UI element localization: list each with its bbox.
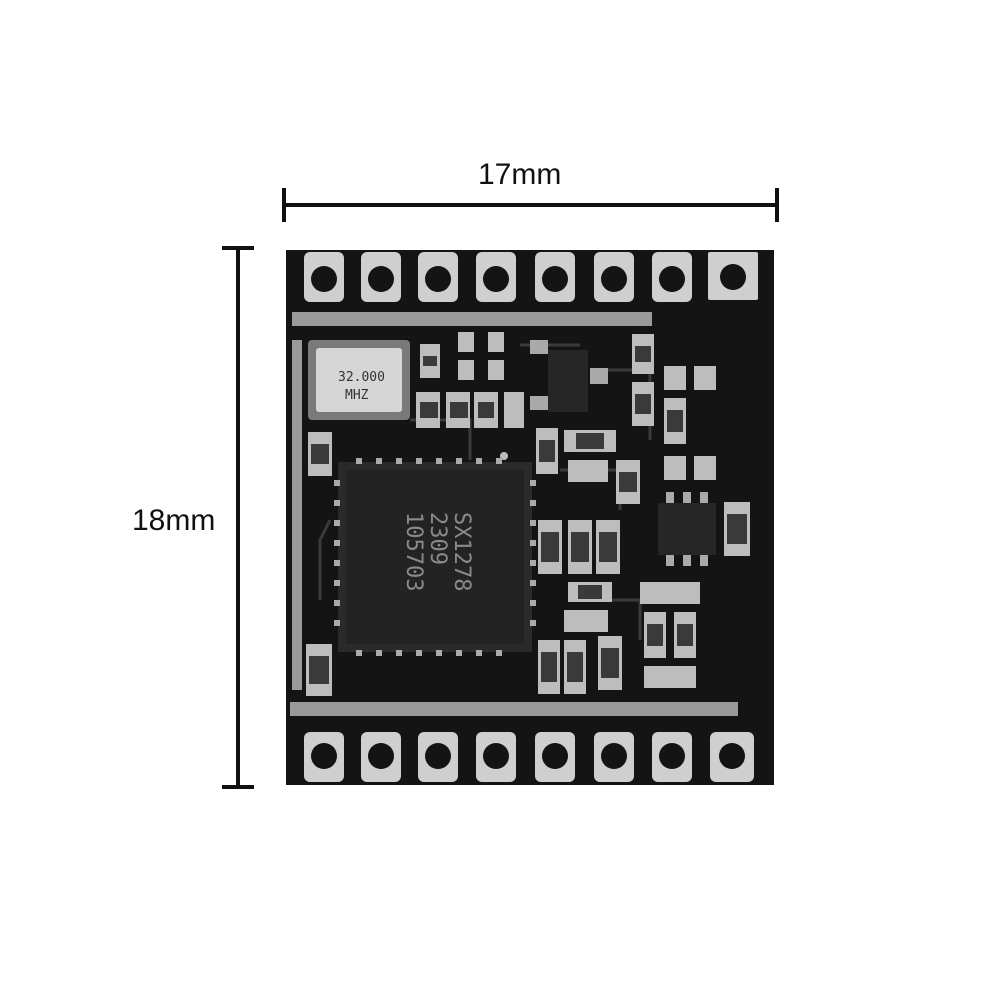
width-dimension-line: [282, 188, 779, 222]
transistor: [530, 340, 608, 412]
small-ic: [658, 492, 716, 566]
smd-passives: [306, 332, 750, 696]
width-dimension-label: 17mm: [478, 158, 562, 191]
svg-text:2309: 2309: [425, 512, 450, 565]
main-chip: [338, 462, 532, 652]
svg-text:SX1278: SX1278: [449, 512, 474, 591]
crystal-unit-text: MHZ: [345, 388, 369, 403]
height-dimension-label: 18mm: [132, 504, 216, 537]
crystal-frequency-text: 32.000: [338, 370, 385, 385]
svg-text:105703: 105703: [401, 512, 426, 591]
main-chip-pins: [334, 458, 536, 656]
shield-frame: [290, 312, 738, 716]
crystal-oscillator: [308, 340, 410, 420]
main-chip-label: SX1278 2309 105703: [401, 512, 474, 591]
height-dimension-line: [222, 246, 254, 789]
